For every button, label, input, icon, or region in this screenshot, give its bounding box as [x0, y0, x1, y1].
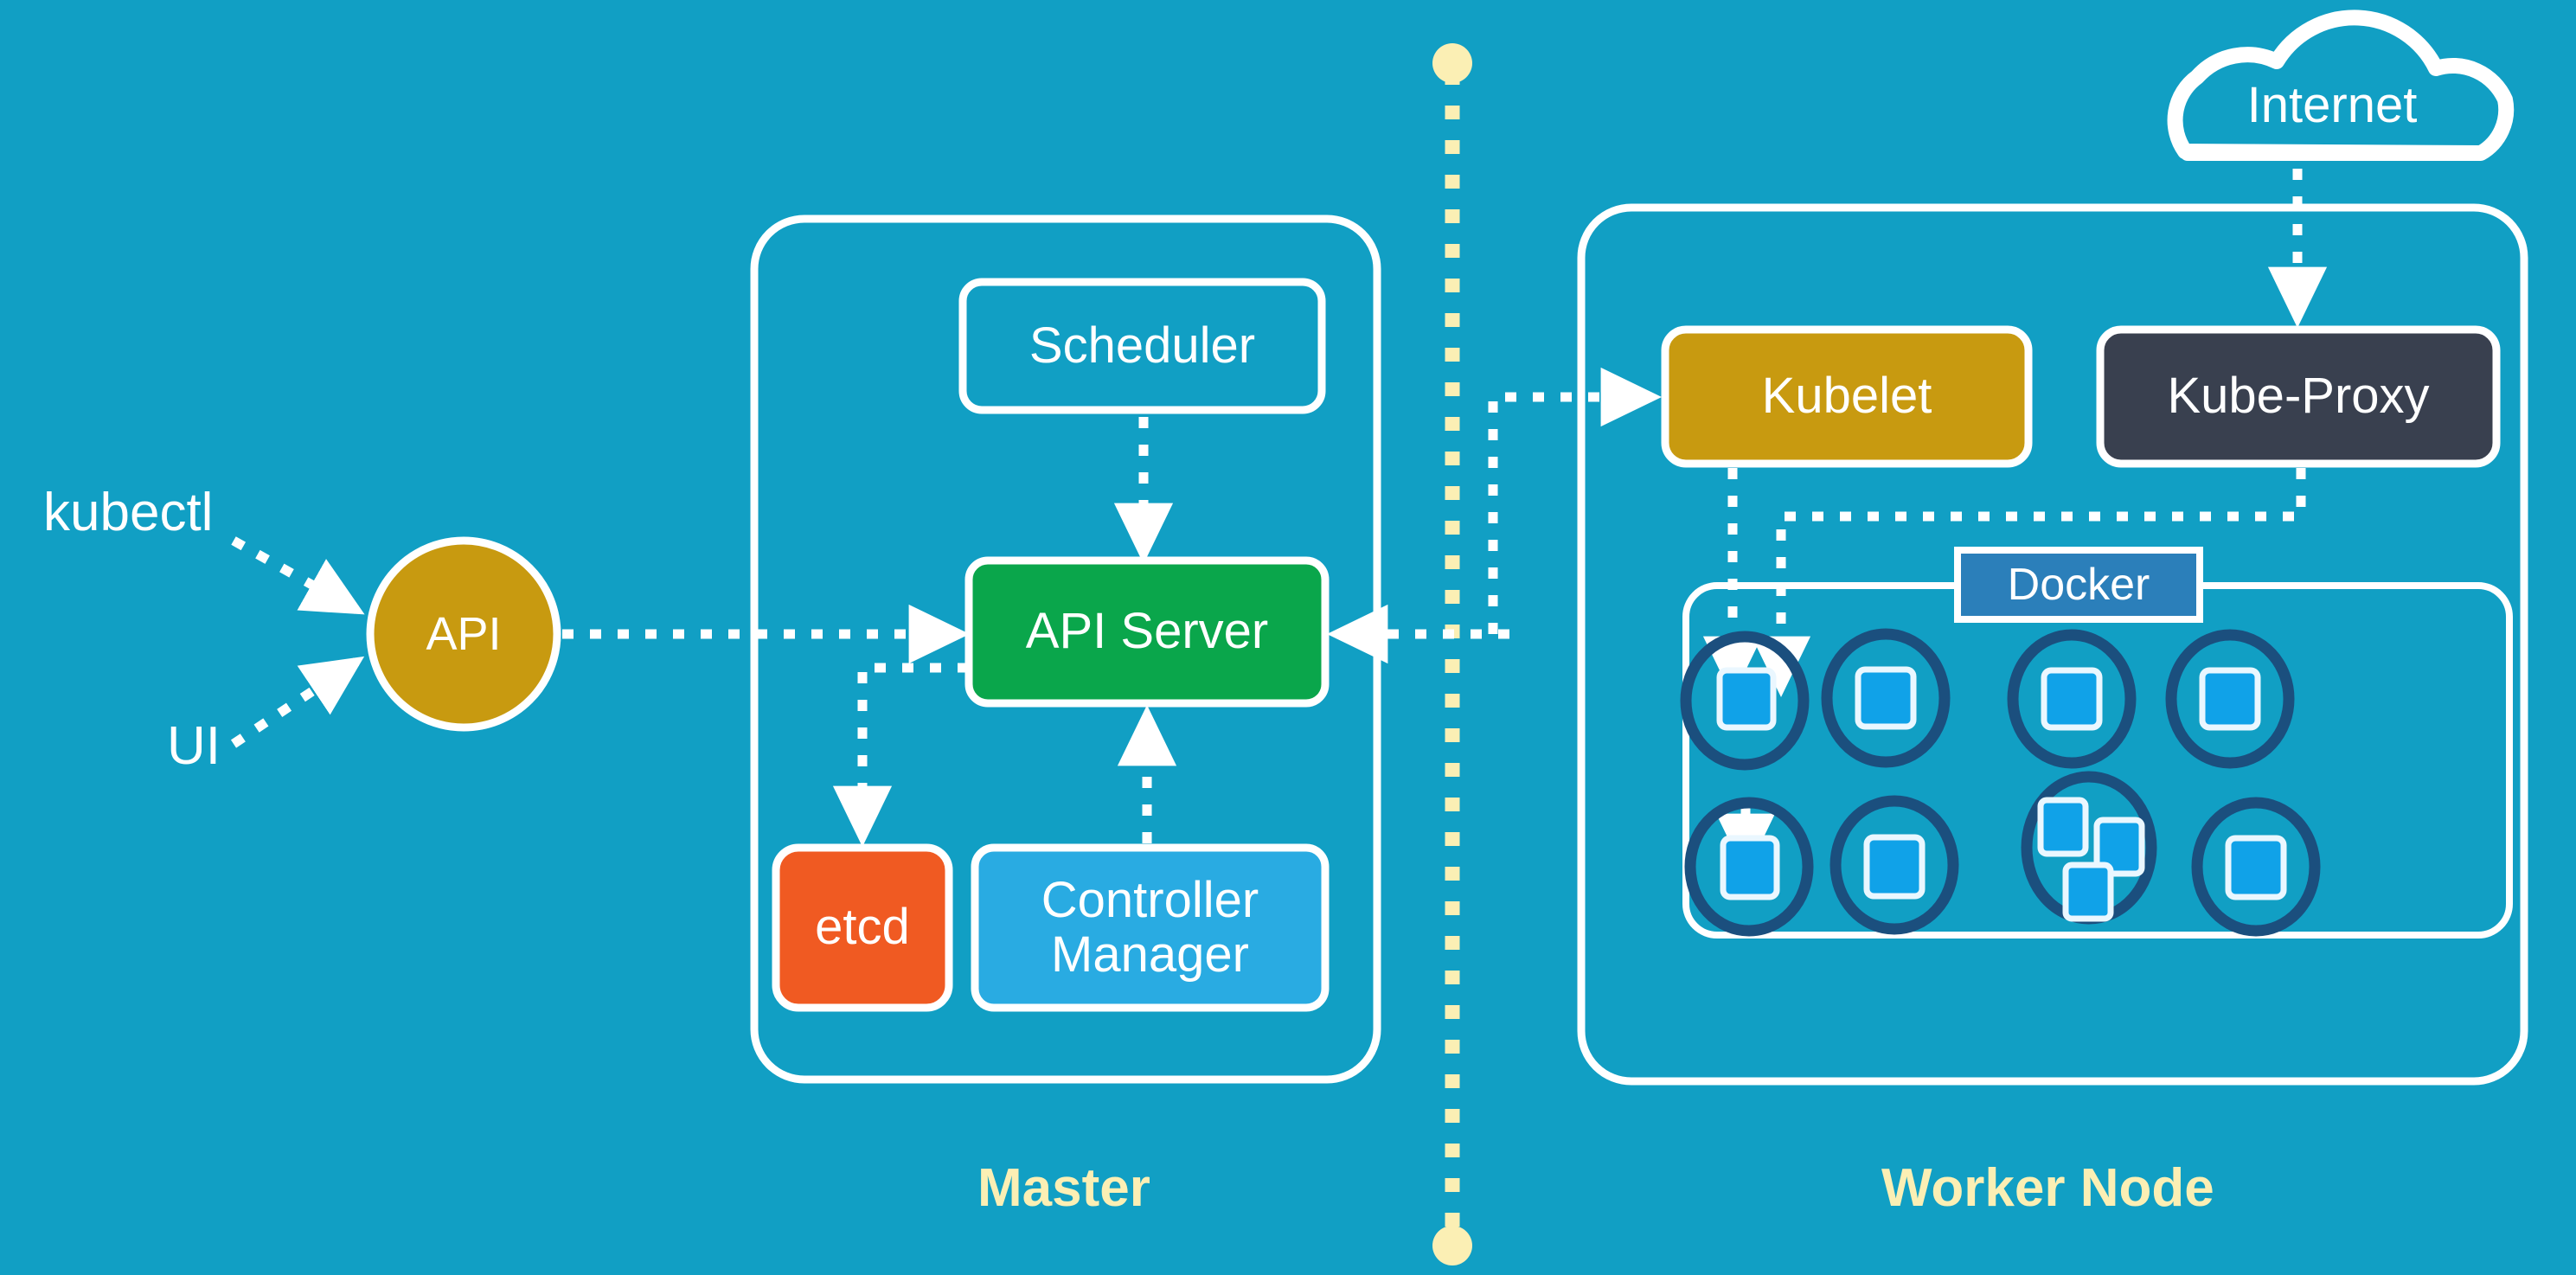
divider-bottom-dot	[1432, 1226, 1472, 1265]
edge-apiserver-to-etcd	[832, 663, 969, 847]
worker-section-label: Worker Node	[1881, 1158, 2214, 1218]
kubelet-label[interactable]: Kubelet	[1761, 368, 1932, 425]
edge-apiserver-to-kubelet	[1488, 367, 1662, 634]
etcd-label[interactable]: etcd	[815, 899, 910, 956]
pod-ring	[2165, 629, 2295, 769]
container-box	[2041, 667, 2103, 731]
edge-ui-to-api	[230, 656, 365, 748]
api-label[interactable]: API	[426, 607, 502, 660]
container-box	[2225, 835, 2287, 900]
kubelet-box	[1661, 325, 2033, 468]
container-box	[2062, 862, 2114, 922]
container-box	[1716, 667, 1777, 731]
docker-label[interactable]: Docker	[2007, 559, 2150, 610]
pod-ring	[2007, 629, 2137, 769]
container-box	[2037, 797, 2089, 857]
divider-top-dot	[1432, 43, 1472, 83]
scheduler-box	[958, 278, 1326, 414]
scheduler-label[interactable]: Scheduler	[1028, 317, 1256, 374]
pod-ring	[2191, 797, 2321, 937]
api-server-label[interactable]: API Server	[1025, 603, 1269, 660]
pod-ring	[1684, 797, 1814, 937]
edge-kubeproxy-to-pod1	[1751, 468, 2306, 697]
worker-panel	[1577, 203, 2528, 1086]
kube-proxy-box	[2096, 325, 2501, 468]
pod-ring	[1821, 628, 1951, 768]
container-box	[2093, 817, 2145, 877]
pod-ring	[1829, 795, 1959, 935]
kube-proxy-label[interactable]: Kube-Proxy	[2167, 368, 2430, 425]
api-server-box	[964, 556, 1330, 708]
master-section-label: Master	[977, 1158, 1150, 1218]
pod-group-row-2	[1684, 771, 2321, 937]
pod-ring	[1680, 631, 1810, 771]
etcd-box	[772, 843, 953, 1012]
edge-kubectl-to-api	[231, 536, 365, 615]
docker-label-box	[1954, 547, 2203, 623]
docker-panel	[1682, 582, 2513, 939]
container-box	[1720, 835, 1780, 900]
internet-cloud	[2167, 10, 2515, 161]
controller-manager-box	[971, 843, 1330, 1012]
container-box	[1855, 666, 1917, 730]
container-box	[1863, 834, 1926, 900]
internet-label: Internet	[2246, 76, 2418, 133]
api-ellipse	[366, 536, 561, 732]
pod-group-row-1	[1680, 628, 2295, 771]
controller-manager-label[interactable]: Controller Manager	[1041, 871, 1259, 983]
container-box	[2199, 667, 2261, 731]
